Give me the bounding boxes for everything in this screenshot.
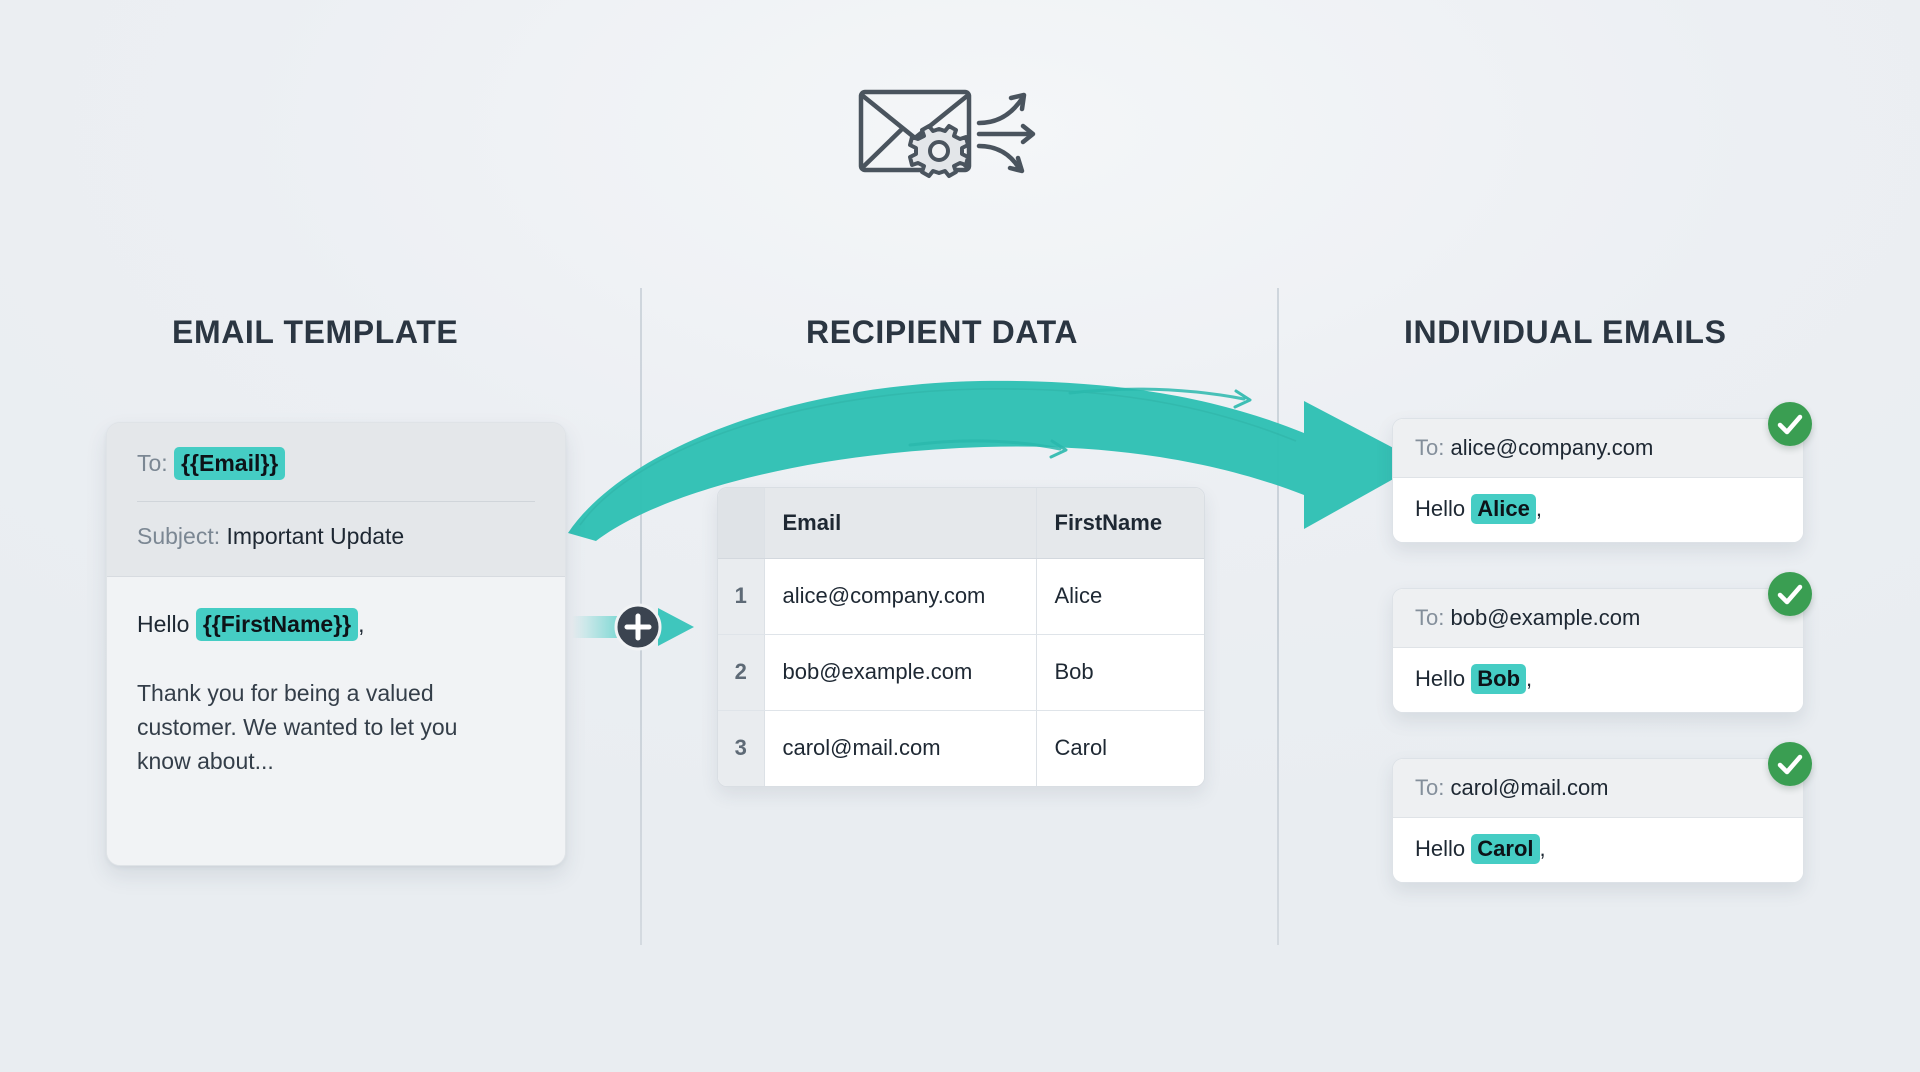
table-row[interactable]: 1 alice@company.com Alice (718, 558, 1204, 635)
merge-field-email[interactable]: {{Email}} (174, 447, 286, 480)
table-header-gutter (718, 488, 765, 559)
template-divider (137, 500, 535, 502)
email-to-value: bob@example.com (1450, 605, 1641, 630)
email-card-header: To: bob@example.com (1393, 589, 1803, 648)
email-card-header: To: alice@company.com (1393, 419, 1803, 478)
email-card-body: Hello Bob, (1393, 648, 1803, 712)
merge-connector (572, 596, 712, 658)
column-title-email-template: EMAIL TEMPLATE (172, 314, 459, 350)
email-merged-name: Alice (1471, 494, 1536, 524)
sent-check-icon (1768, 742, 1812, 786)
email-to-value: carol@mail.com (1450, 775, 1609, 800)
email-greeting-suffix: , (1526, 666, 1533, 691)
email-to-label: To: (1415, 435, 1445, 460)
template-greeting-prefix: Hello (137, 611, 190, 637)
table-header-email: Email (764, 488, 1037, 559)
table-row[interactable]: 3 carol@mail.com Carol (718, 710, 1204, 786)
cell-firstname[interactable]: Bob (1036, 634, 1204, 711)
cell-email[interactable]: alice@company.com (764, 558, 1037, 635)
template-greeting-row: Hello {{FirstName}}, (137, 608, 535, 641)
template-subject-label: Subject: (137, 522, 221, 549)
template-body-section: Hello {{FirstName}}, Thank you for being… (107, 576, 565, 865)
email-to-value: alice@company.com (1450, 435, 1654, 460)
template-to-row: To: {{Email}} (137, 447, 535, 480)
cell-email[interactable]: carol@mail.com (764, 710, 1037, 786)
email-greeting-prefix: Hello (1415, 666, 1466, 691)
template-to-label: To: (137, 450, 168, 476)
row-index: 2 (718, 634, 765, 711)
template-subject-value: Important Update (226, 522, 405, 549)
email-greeting-prefix: Hello (1415, 496, 1466, 521)
column-divider-right (1277, 288, 1279, 945)
merge-field-firstname[interactable]: {{FirstName}} (195, 608, 359, 641)
column-title-individual-emails: INDIVIDUAL EMAILS (1404, 314, 1727, 350)
email-greeting-suffix: , (1539, 836, 1546, 861)
email-card-header: To: carol@mail.com (1393, 759, 1803, 818)
envelope-gear-arrows-icon (855, 72, 1065, 192)
row-index: 3 (718, 710, 765, 786)
email-to-label: To: (1415, 605, 1445, 630)
row-index: 1 (718, 558, 765, 635)
email-merged-name: Carol (1471, 834, 1540, 864)
template-header-section: To: {{Email}} Subject: Important Update (107, 423, 565, 576)
email-card-body: Hello Carol, (1393, 818, 1803, 882)
email-result-card[interactable]: To: bob@example.com Hello Bob, (1392, 588, 1804, 713)
sent-check-icon (1768, 572, 1812, 616)
recipient-data-table[interactable]: Email FirstName 1 alice@company.com Alic… (717, 487, 1205, 787)
email-greeting-suffix: , (1535, 496, 1542, 521)
email-result-card[interactable]: To: carol@mail.com Hello Carol, (1392, 758, 1804, 883)
email-to-label: To: (1415, 775, 1445, 800)
template-body-text: Thank you for being a valued customer. W… (137, 680, 458, 775)
template-subject-row: Subject: Important Update (137, 502, 535, 552)
cell-firstname[interactable]: Alice (1036, 558, 1204, 635)
email-card-body: Hello Alice, (1393, 478, 1803, 542)
email-greeting-prefix: Hello (1415, 836, 1466, 861)
email-merged-name: Bob (1471, 664, 1527, 694)
table-header-row: Email FirstName (718, 488, 1204, 559)
cell-email[interactable]: bob@example.com (764, 634, 1037, 711)
table-header-firstname: FirstName (1036, 488, 1204, 559)
table-row[interactable]: 2 bob@example.com Bob (718, 634, 1204, 711)
template-greeting-suffix: , (358, 611, 365, 637)
sent-check-icon (1768, 402, 1812, 446)
email-template-card[interactable]: To: {{Email}} Subject: Important Update … (106, 422, 566, 866)
cell-firstname[interactable]: Carol (1036, 710, 1204, 786)
email-result-card[interactable]: To: alice@company.com Hello Alice, (1392, 418, 1804, 543)
column-title-recipient-data: RECIPIENT DATA (806, 314, 1079, 350)
